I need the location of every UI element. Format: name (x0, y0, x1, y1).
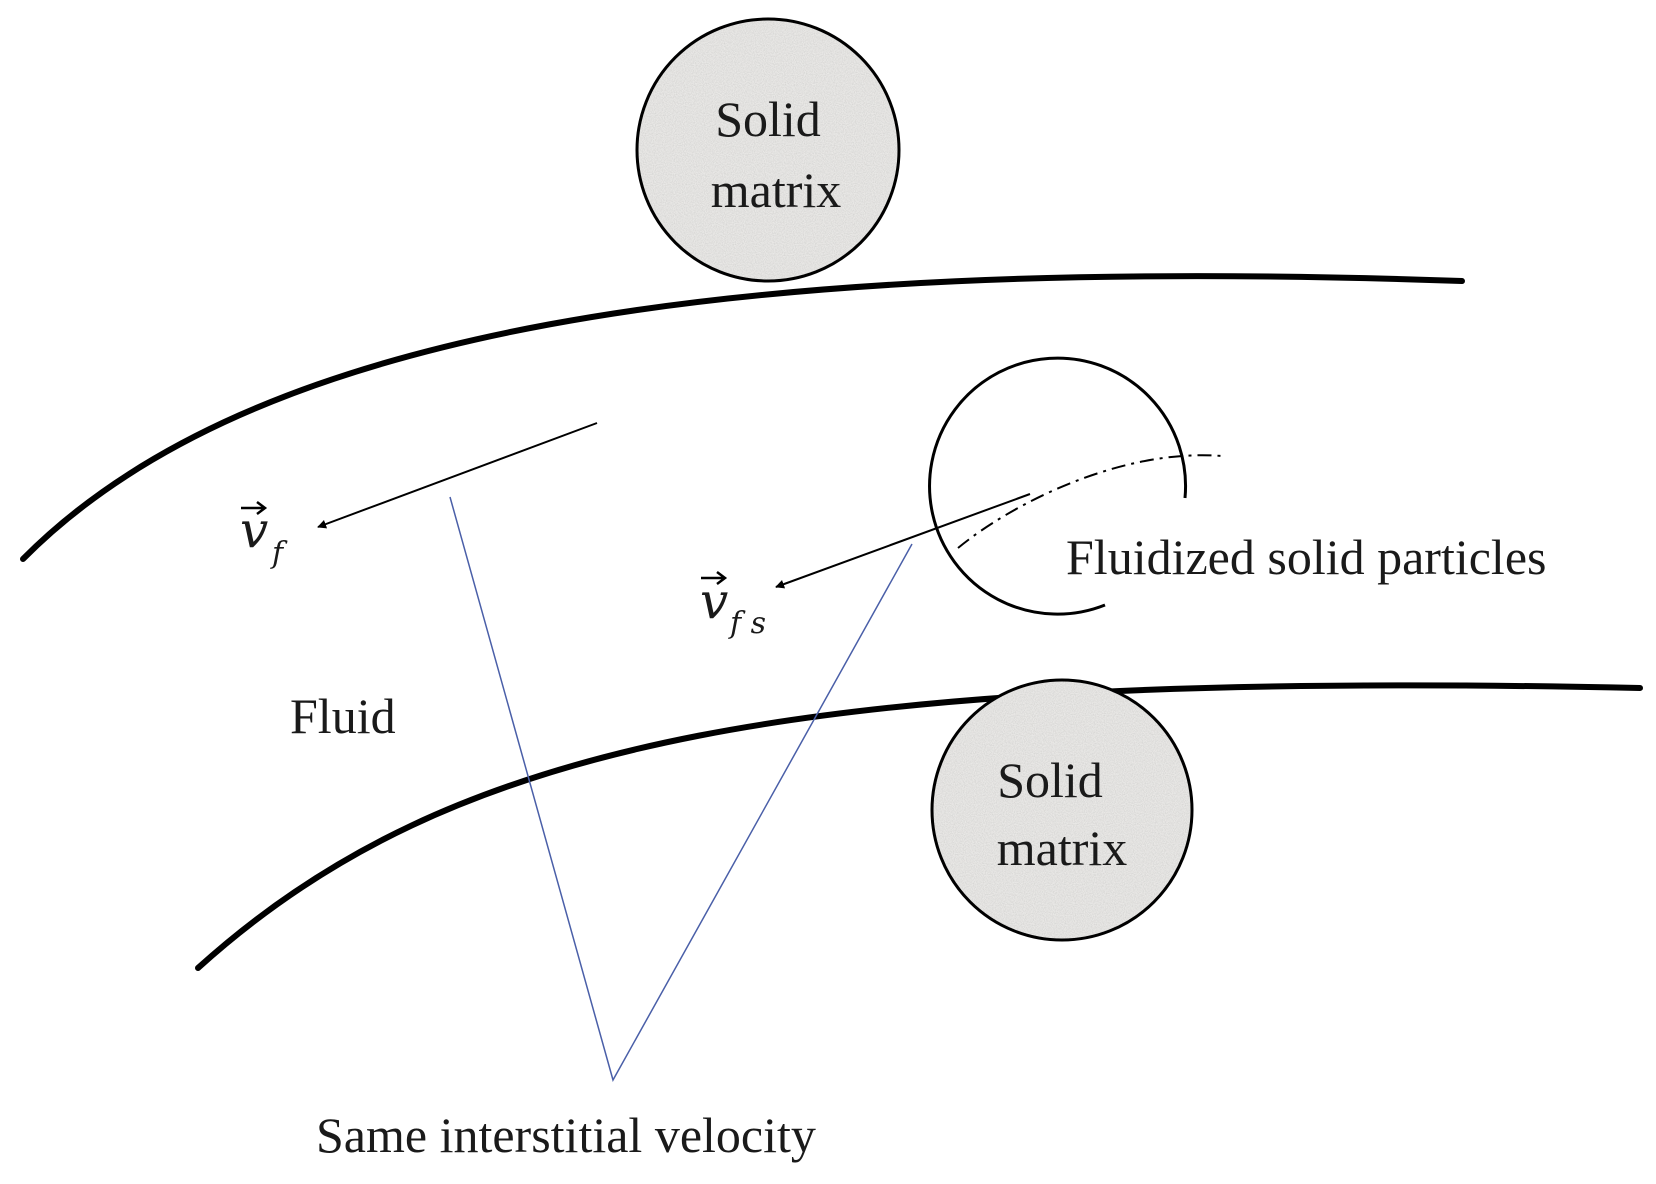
upper-channel-wall (20, 273, 1465, 562)
solid-matrix-bottom-label-line2: matrix (997, 820, 1128, 876)
fluidized-label-backdrop (1040, 517, 1656, 599)
svg-text:v: v (240, 501, 268, 559)
fluidized-particle-trajectory (957, 454, 1223, 549)
vector-overarrow-icon (701, 571, 728, 585)
lower-channel-wall (195, 682, 1643, 971)
interstitial-velocity-connector (449, 496, 913, 1082)
svg-text:f: f (270, 536, 288, 571)
solid-matrix-grain-top: Solid matrix (635, 17, 901, 283)
fluidized-particle-outline (928, 356, 1188, 616)
solid-matrix-grain-bottom: Solid matrix (930, 678, 1194, 942)
svg-text:v: v (700, 572, 728, 630)
fluid-velocity-arrow (317, 422, 598, 529)
svg-text:f s: f s (728, 606, 766, 641)
fluid-velocity-symbol: v f (240, 501, 288, 571)
fluid-label: Fluid (290, 688, 396, 744)
solid-matrix-top-label-line1: Solid (715, 91, 821, 147)
solid-matrix-top-label-line2: matrix (711, 162, 842, 218)
solid-matrix-bottom-label-line1: Solid (997, 752, 1103, 808)
vector-overarrow-icon (241, 501, 268, 515)
particle-velocity-arrow (775, 493, 1031, 589)
same-interstitial-velocity-label: Same interstitial velocity (316, 1107, 816, 1163)
fluidized-particles-label: Fluidized solid particles (1066, 529, 1546, 585)
particle-velocity-symbol: v f s (700, 571, 766, 641)
